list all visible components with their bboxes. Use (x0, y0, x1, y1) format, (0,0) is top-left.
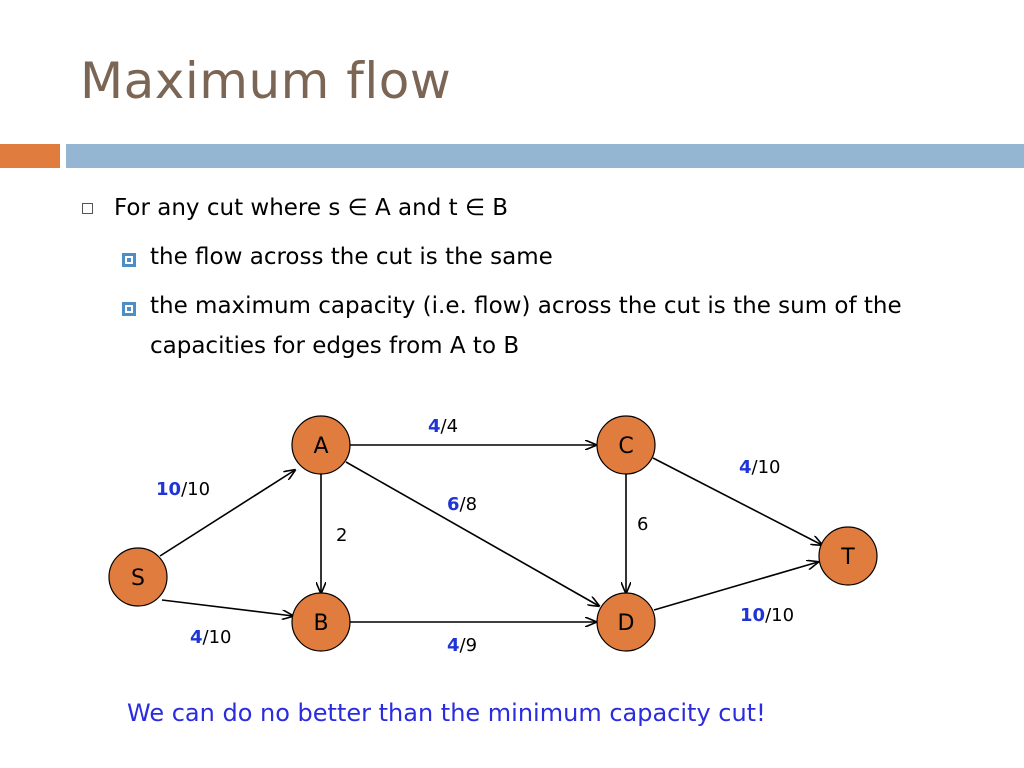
node-b: B (291, 592, 351, 652)
square-bullet-icon (122, 253, 136, 267)
edge-label-s-b: 4/10 (190, 627, 232, 648)
node-label: D (618, 611, 635, 636)
edge-label-b-d: 4/9 (447, 635, 477, 656)
edge-label-a-c: 4/4 (428, 416, 458, 437)
edge-c-t (652, 457, 822, 545)
hollow-square-bullet-icon (82, 203, 93, 214)
bullet-text: the flow across the cut is the same (150, 244, 553, 270)
edge-label-c-d: 6 (637, 514, 648, 535)
slide-title: Maximum flow (80, 52, 452, 110)
node-c: C (596, 415, 656, 475)
edge-a-d (345, 461, 599, 606)
edge-label-a-b: 2 (336, 525, 347, 546)
footer-note: We can do no better than the minimum cap… (127, 699, 766, 727)
edge-label-s-a: 10/10 (156, 479, 210, 500)
node-label: A (313, 434, 328, 459)
edge-d-t (653, 562, 818, 611)
node-label: B (313, 611, 328, 636)
bullet-text: For any cut where s ∈ A and t ∈ B (114, 195, 509, 221)
node-d: D (596, 592, 656, 652)
node-s: S (108, 547, 168, 607)
node-label: S (131, 566, 145, 591)
edge-label-d-t: 10/10 (740, 605, 794, 626)
node-label: T (840, 545, 855, 570)
node-a: A (291, 415, 351, 475)
accent-bar-blue (66, 144, 1024, 168)
edge-label-a-d: 6/8 (447, 494, 477, 515)
accent-bar-orange (0, 144, 60, 168)
edge-s-a (159, 470, 295, 557)
edge-s-b (161, 599, 293, 616)
node-t: T (818, 526, 878, 586)
bullet-text: the maximum capacity (i.e. flow) across … (150, 293, 902, 359)
node-label: C (618, 434, 633, 459)
edge-label-c-t: 4/10 (739, 457, 781, 478)
square-bullet-icon (122, 302, 136, 316)
